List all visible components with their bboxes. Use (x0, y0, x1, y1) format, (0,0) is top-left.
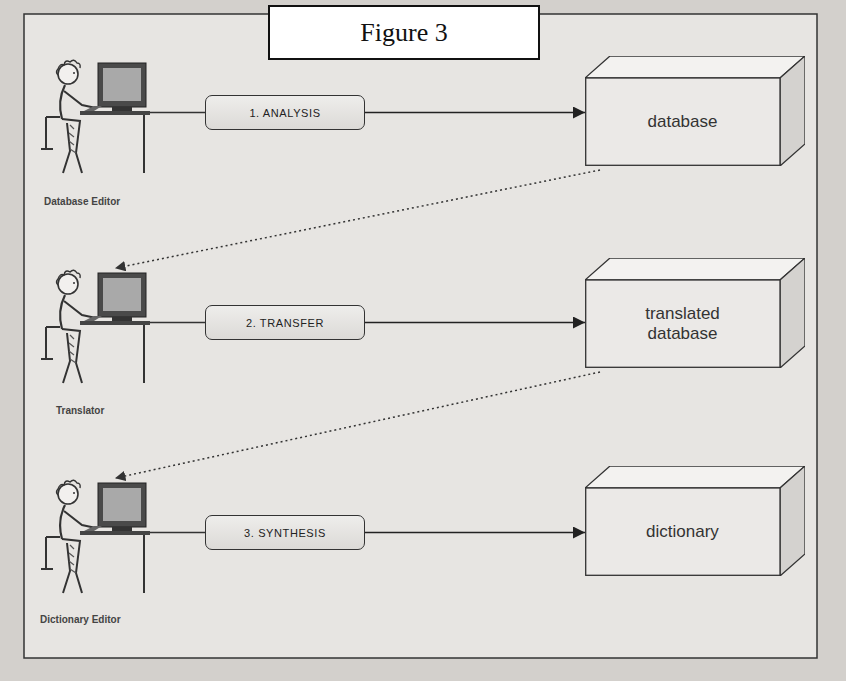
box-top-face (585, 466, 805, 488)
box-side-face (780, 56, 805, 166)
dotted-arrow (116, 372, 600, 478)
box-outline (585, 56, 805, 166)
role-label: Dictionary Editor (40, 614, 121, 625)
role-label: Translator (56, 405, 104, 416)
box-front-face (586, 78, 780, 165)
person-at-computer (41, 270, 150, 383)
box-outline (585, 466, 805, 576)
box-front-face (586, 280, 780, 367)
flow-arrow (365, 532, 585, 534)
node-text: 1. ANALYSIS (249, 107, 320, 119)
node-text: 3. SYNTHESIS (244, 527, 326, 539)
box-front-face (586, 488, 780, 575)
desk-link-line (150, 112, 205, 114)
person-at-computer (41, 60, 150, 173)
box-side-face (780, 466, 805, 576)
box-side-face (780, 258, 805, 368)
node-text: dictionary (646, 522, 719, 542)
figure-title-box: Figure 3 (268, 5, 540, 60)
process-box: 2. TRANSFER (205, 305, 365, 340)
flow-arrow (365, 322, 585, 324)
flow-arrow (365, 112, 585, 114)
database-box: dictionary (585, 466, 805, 576)
box-top-face (585, 258, 805, 280)
desk-link-line (150, 532, 205, 534)
process-box: 1. ANALYSIS (205, 95, 365, 130)
figure-title: Figure 3 (360, 18, 447, 48)
box-top-face (585, 56, 805, 78)
database-box: translated database (585, 258, 805, 368)
desk-link-line (150, 322, 205, 324)
node-text: translated database (623, 304, 743, 343)
database-box: database (585, 56, 805, 166)
figure-frame (24, 14, 817, 658)
person-at-computer (41, 480, 150, 593)
process-box: 3. SYNTHESIS (205, 515, 365, 550)
dotted-arrow (116, 170, 600, 268)
role-label: Database Editor (44, 196, 120, 207)
node-text: database (648, 112, 718, 132)
node-text: 2. TRANSFER (246, 317, 324, 329)
